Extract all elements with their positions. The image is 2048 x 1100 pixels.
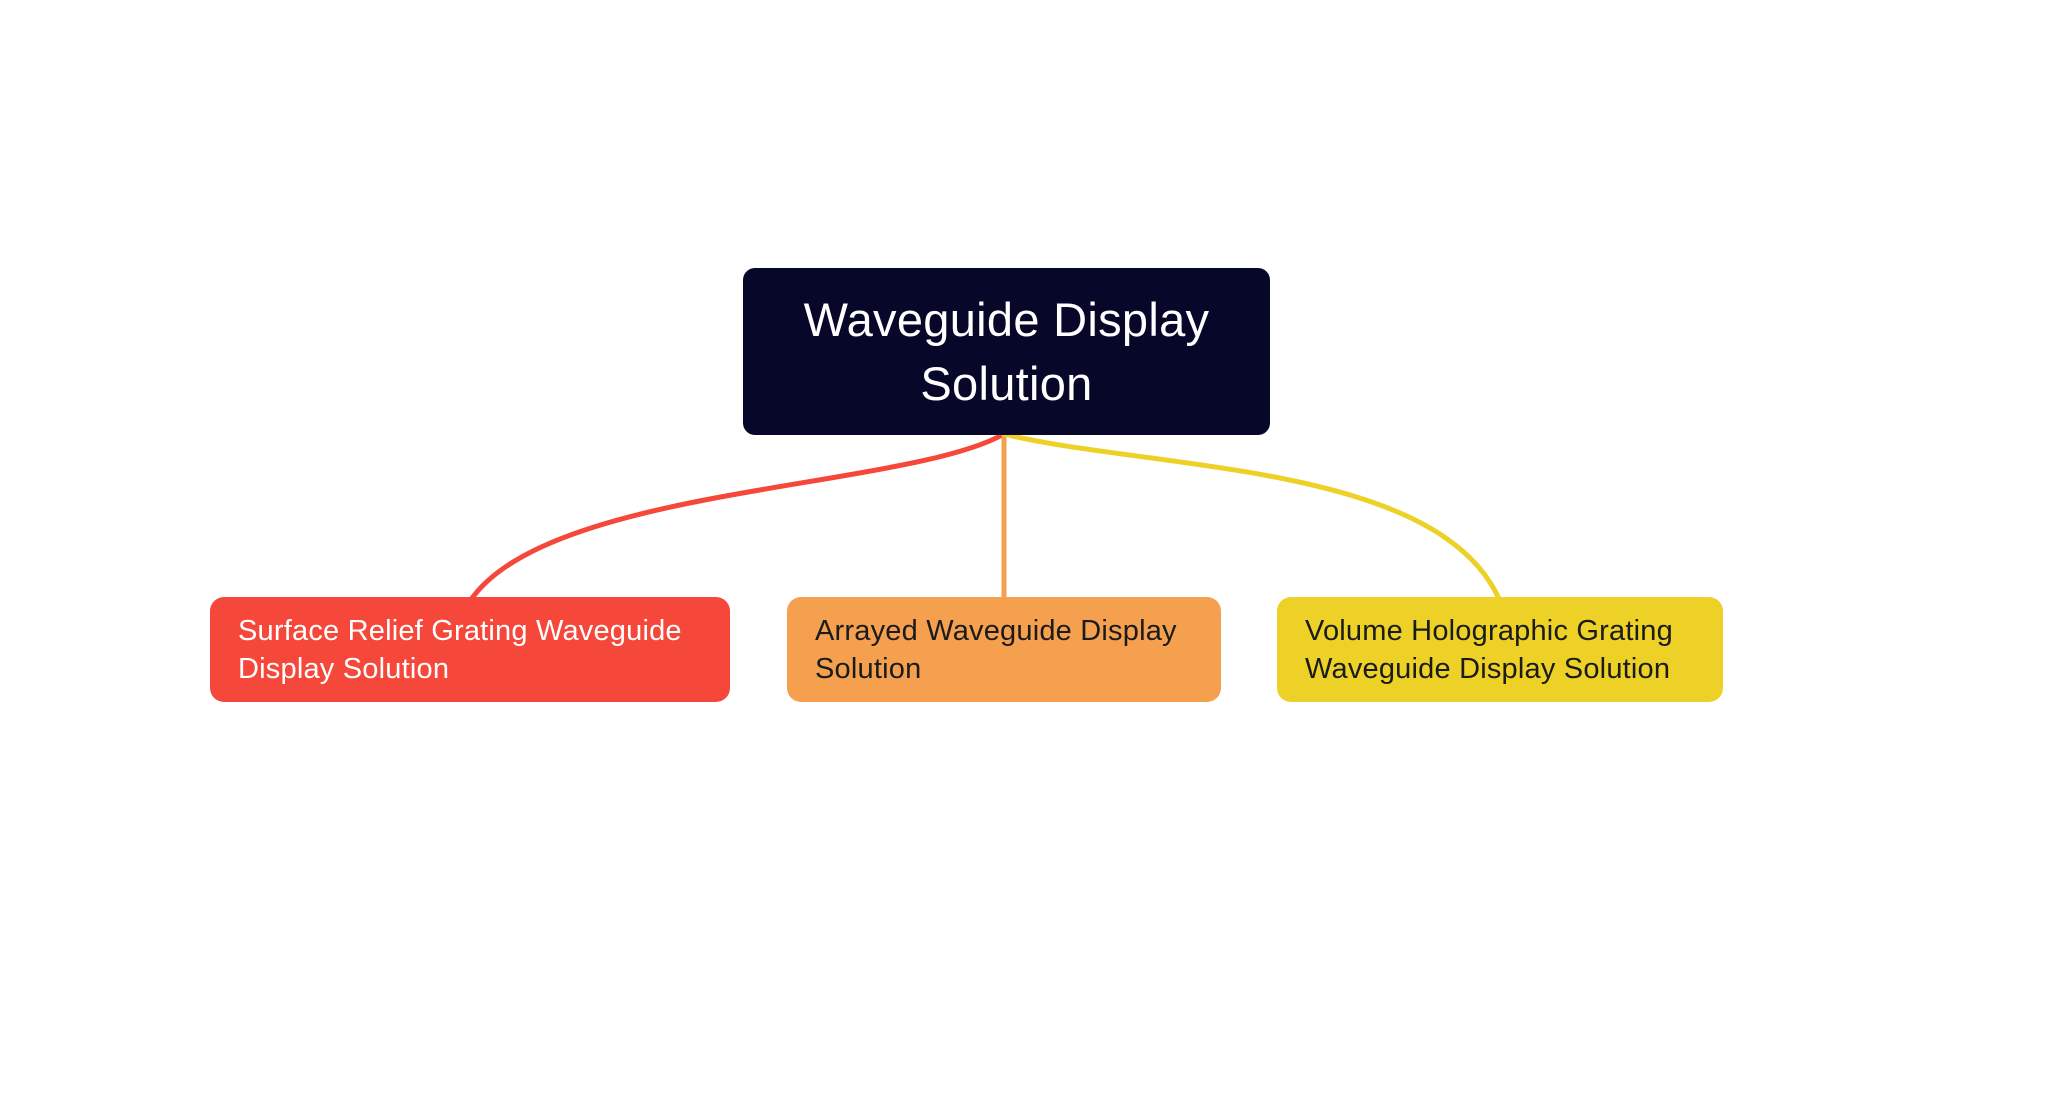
root-node-label-line-1: Waveguide Display: [803, 292, 1210, 346]
child-node-label-line-2: Waveguide Display Solution: [1305, 652, 1671, 685]
child-node-label-line-2: Solution: [815, 652, 922, 685]
child-node-label-line-1: Volume Holographic Grating: [1305, 614, 1673, 647]
child-node-label-line-1: Arrayed Waveguide Display: [815, 614, 1177, 647]
child-node-arrayed-waveguide[interactable]: Arrayed Waveguide Display Solution: [787, 597, 1221, 702]
child-node-label-line-2: Display Solution: [238, 652, 450, 685]
root-node-label-line-2: Solution: [920, 356, 1093, 410]
root-node-waveguide-display-solution[interactable]: Waveguide Display Solution: [743, 268, 1270, 435]
connector-root-to-volume-holographic: [1001, 431, 1503, 604]
child-node-label-line-1: Surface Relief Grating Waveguide: [238, 614, 682, 647]
child-node-volume-holographic-grating[interactable]: Volume Holographic Grating Waveguide Dis…: [1277, 597, 1723, 702]
connector-root-to-surface-relief: [467, 431, 1007, 604]
child-node-surface-relief-grating[interactable]: Surface Relief Grating Waveguide Display…: [210, 597, 730, 702]
